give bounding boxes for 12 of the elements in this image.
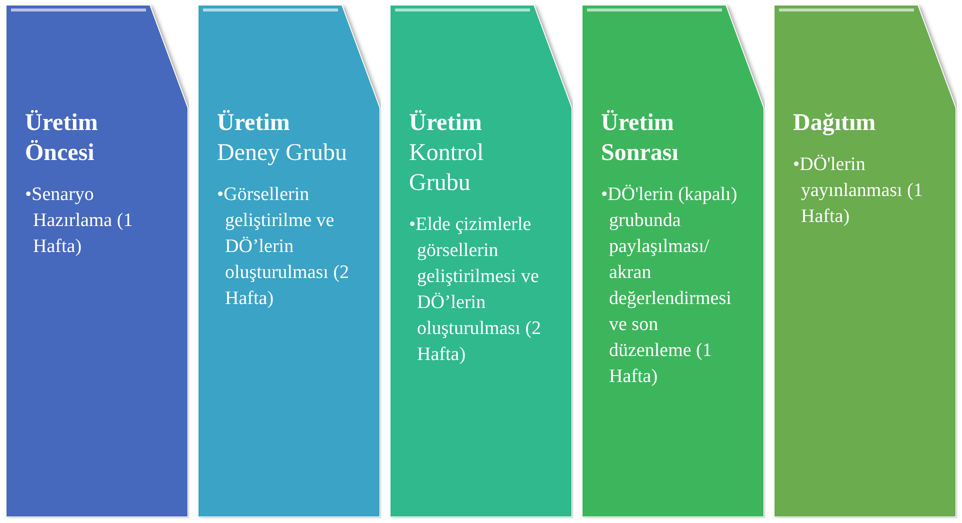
- stage-subheading: Deney Grubu: [217, 139, 348, 168]
- stage-description: •Elde çizimlerle görsellerin geliştirilmesi ve DÖ’lerin oluşturulması (2 Hafta): [409, 213, 542, 367]
- stage-heading: Üretim: [217, 109, 291, 138]
- stage-heading: Üretim Öncesi: [25, 109, 99, 168]
- stage-description: •DÖ'lerin yayınlanması (1 Hafta): [793, 153, 924, 229]
- stage-description: •Senaryo Hazırlama (1 Hafta): [25, 183, 134, 259]
- stage-description: •Görsellerin geliştirilme ve DÖ’lerin oluşturulması (2 Hafta): [217, 183, 350, 311]
- stage-description: •DÖ'lerin (kapalı) grubunda paylaşılması/ akran değerlendirmesi ve son düzenleme (1 Hafta): [601, 183, 738, 389]
- stage-heading: Dağıtım: [793, 109, 877, 138]
- stage-heading: Üretim Sonrası: [601, 109, 680, 168]
- stage-heading: Üretim: [409, 109, 483, 138]
- stage-subheading: Kontrol Grubu: [409, 139, 485, 198]
